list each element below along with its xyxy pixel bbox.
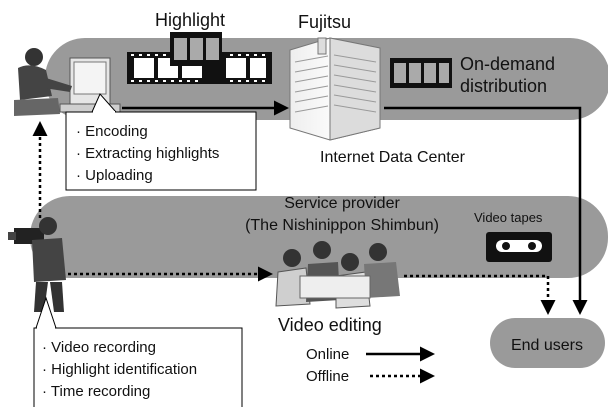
data-center-building-icon xyxy=(289,37,381,141)
encoding-item: · Uploading xyxy=(76,167,153,184)
recording-item: · Video recording xyxy=(42,339,156,356)
offline-arrow xyxy=(404,274,556,315)
cameraman-icon xyxy=(8,217,66,312)
editor-at-computer-icon xyxy=(14,48,121,116)
video-tapes-label: Video tapes xyxy=(474,210,543,225)
legend-offline-label: Offline xyxy=(306,368,349,385)
legend: Online Offline xyxy=(306,346,435,385)
encoding-callout xyxy=(65,111,257,191)
end-users-label: End users xyxy=(511,337,583,354)
fujitsu-label: Fujitsu xyxy=(298,12,351,32)
service-provider-label: Service provider xyxy=(284,195,400,212)
recording-item: · Highlight identification xyxy=(42,361,197,378)
on-demand-label: On-demand xyxy=(460,54,555,74)
encoding-item: · Extracting highlights xyxy=(76,145,219,162)
highlight-label: Highlight xyxy=(155,10,225,30)
encoding-item: · Encoding xyxy=(76,123,148,140)
service-provider-name: (The Nishinippon Shimbun) xyxy=(245,217,439,234)
video-editors-group-icon xyxy=(275,241,400,309)
service-provider-band xyxy=(30,196,608,278)
end-users-box xyxy=(490,318,605,368)
internet-data-center-label: Internet Data Center xyxy=(320,149,466,166)
video-editing-label: Video editing xyxy=(278,315,382,335)
recording-callout xyxy=(33,327,243,407)
distribution-label: distribution xyxy=(460,76,547,96)
online-arrow xyxy=(384,106,588,315)
recording-item: · Time recording xyxy=(42,383,150,400)
film-strip-icon xyxy=(127,32,272,84)
legend-online-label: Online xyxy=(306,346,349,363)
film-strip-icon xyxy=(390,58,452,88)
video-tape-icon xyxy=(486,232,552,262)
